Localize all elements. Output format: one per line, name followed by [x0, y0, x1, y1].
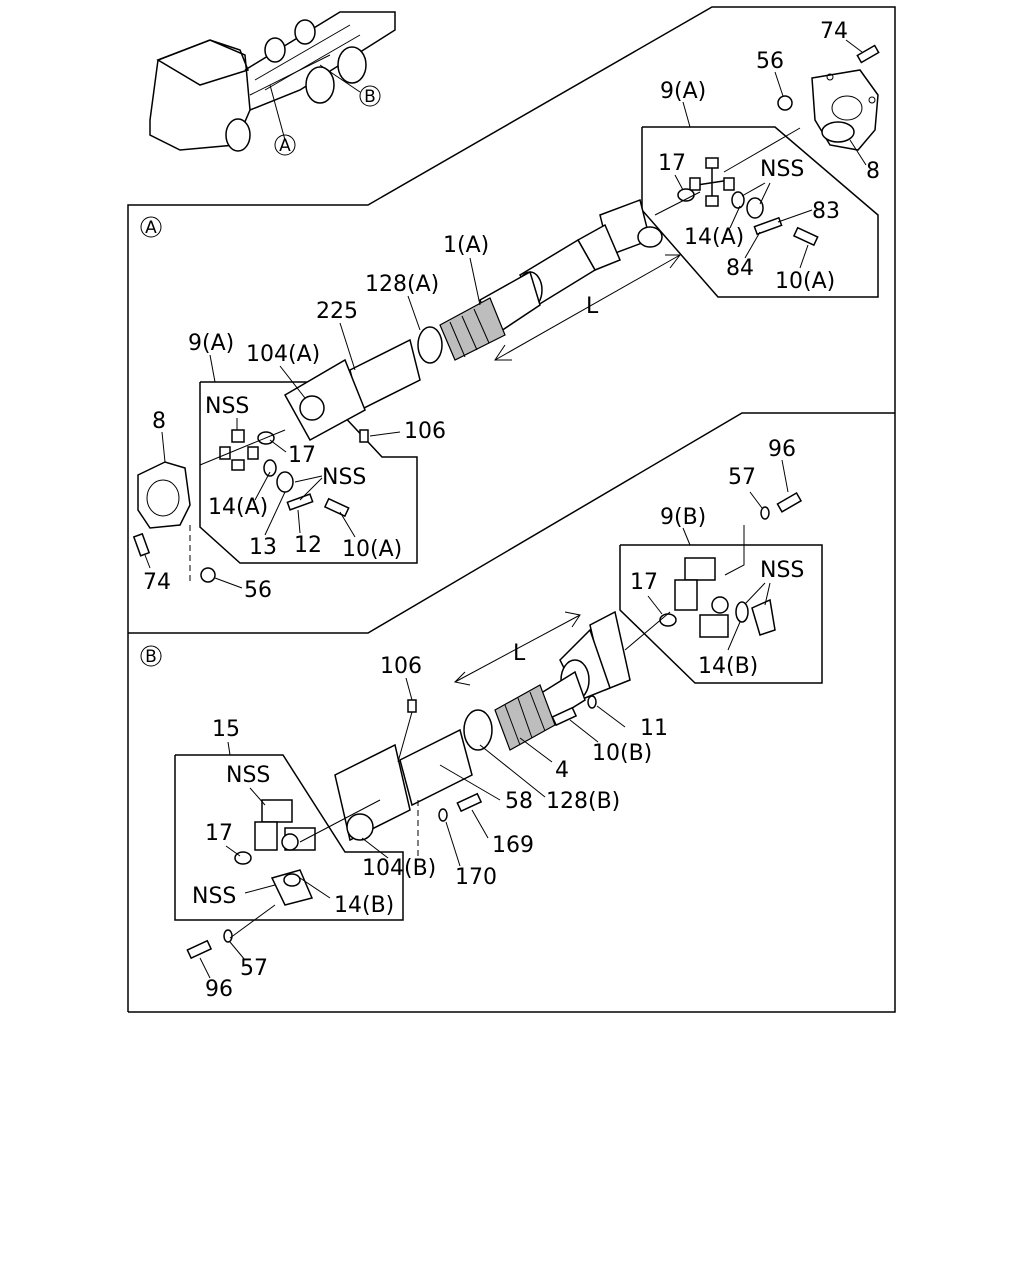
- label-nss-left2: NSS: [322, 465, 366, 490]
- bolt-74-top: [856, 44, 880, 64]
- label-58: 58: [505, 789, 533, 814]
- label-84: 84: [726, 256, 754, 281]
- label-nss-b2: NSS: [192, 884, 236, 909]
- propeller-shaft-b: [334, 610, 631, 842]
- label-14b-right: 14(B): [698, 654, 758, 679]
- bolt-74-left: [132, 532, 151, 557]
- washer-57-bottom: [223, 929, 233, 943]
- label-57-top: 57: [728, 465, 756, 490]
- section-b-circle: [140, 645, 162, 667]
- universal-joint-cross-top: [677, 157, 735, 207]
- label-4: 4: [555, 758, 569, 783]
- nut-56-top: [777, 95, 793, 111]
- label-nss-b1: NSS: [226, 763, 270, 788]
- label-nss-top: NSS: [760, 157, 804, 182]
- universal-joint-9b: [659, 557, 776, 638]
- bolt-96-bottom: [186, 939, 213, 960]
- label-225: 225: [316, 299, 358, 324]
- section-a-marker: A: [145, 218, 157, 238]
- washer-57-top: [760, 506, 770, 520]
- lock-plate-84: [753, 216, 783, 236]
- label-8-left: 8: [152, 409, 166, 434]
- label-nss-right: NSS: [760, 558, 804, 583]
- diagram-frame: [127, 6, 896, 1013]
- overview-marker-a: A: [279, 136, 291, 156]
- label-13: 13: [249, 535, 277, 560]
- label-nss-left: NSS: [205, 394, 249, 419]
- label-170: 170: [455, 865, 497, 890]
- label-56-top: 56: [756, 49, 784, 74]
- label-106-a: 106: [404, 419, 446, 444]
- dimension-l-b: [453, 611, 581, 686]
- label-17-left-b: 17: [205, 821, 233, 846]
- truck-overview-illustration: [149, 11, 396, 156]
- label-128a: 128(A): [365, 272, 439, 297]
- leader-9b-top: [724, 525, 745, 576]
- flange-yoke-8-left: [137, 461, 191, 529]
- label-10a-left: 10(A): [342, 537, 402, 562]
- dimension-l-a: [494, 254, 682, 361]
- label-9b: 9(B): [660, 505, 706, 530]
- label-14a-top: 14(A): [684, 225, 744, 250]
- label-74-left: 74: [143, 570, 171, 595]
- bolt-10b: [551, 706, 578, 727]
- nut-56-left: [200, 567, 216, 583]
- universal-joint-15: [234, 799, 316, 906]
- label-9a-left: 9(A): [188, 331, 234, 356]
- label-15: 15: [212, 717, 240, 742]
- washer-170: [438, 808, 448, 822]
- overview-marker-b: B: [364, 87, 376, 107]
- propeller-shaft-a: [283, 199, 663, 442]
- group-box-9b: [619, 544, 823, 684]
- label-l-b: L: [513, 641, 526, 666]
- label-14b-left: 14(B): [334, 893, 394, 918]
- bolt-169: [456, 792, 483, 813]
- flange-yoke-8-top: [811, 69, 879, 151]
- label-104a: 104(A): [246, 342, 320, 367]
- label-10b: 10(B): [592, 741, 652, 766]
- label-17-right: 17: [630, 570, 658, 595]
- label-96-top: 96: [768, 437, 796, 462]
- label-10a-top: 10(A): [775, 269, 835, 294]
- label-96-bottom: 96: [205, 977, 233, 1002]
- label-11: 11: [640, 716, 668, 741]
- label-l-a: L: [586, 294, 599, 319]
- label-9a-top: 9(A): [660, 79, 706, 104]
- label-106-b: 106: [380, 654, 422, 679]
- label-104b: 104(B): [362, 856, 436, 881]
- bolt-10a-top: [792, 226, 819, 247]
- leader-lines-b: [199, 459, 789, 979]
- label-56-left: 56: [244, 578, 272, 603]
- group-box-15: [174, 754, 404, 921]
- label-169: 169: [492, 833, 534, 858]
- grease-nipple-106-a: [359, 429, 369, 443]
- washer-11: [587, 695, 597, 709]
- label-8-top: 8: [866, 159, 880, 184]
- label-12: 12: [294, 533, 322, 558]
- label-14a-left: 14(A): [208, 495, 268, 520]
- label-128b: 128(B): [546, 789, 620, 814]
- label-17-left: 17: [288, 443, 316, 468]
- grease-nipple-106-b: [407, 699, 417, 713]
- label-1a: 1(A): [443, 233, 489, 258]
- leader-lines-a: [144, 39, 867, 589]
- label-74-top: 74: [820, 19, 848, 44]
- bearing-cap-14a-top: [731, 191, 764, 219]
- section-a-circle: [140, 216, 162, 238]
- label-83: 83: [812, 199, 840, 224]
- bolt-96-top: [776, 492, 803, 513]
- label-17-top: 17: [658, 151, 686, 176]
- section-b-marker: B: [145, 647, 157, 667]
